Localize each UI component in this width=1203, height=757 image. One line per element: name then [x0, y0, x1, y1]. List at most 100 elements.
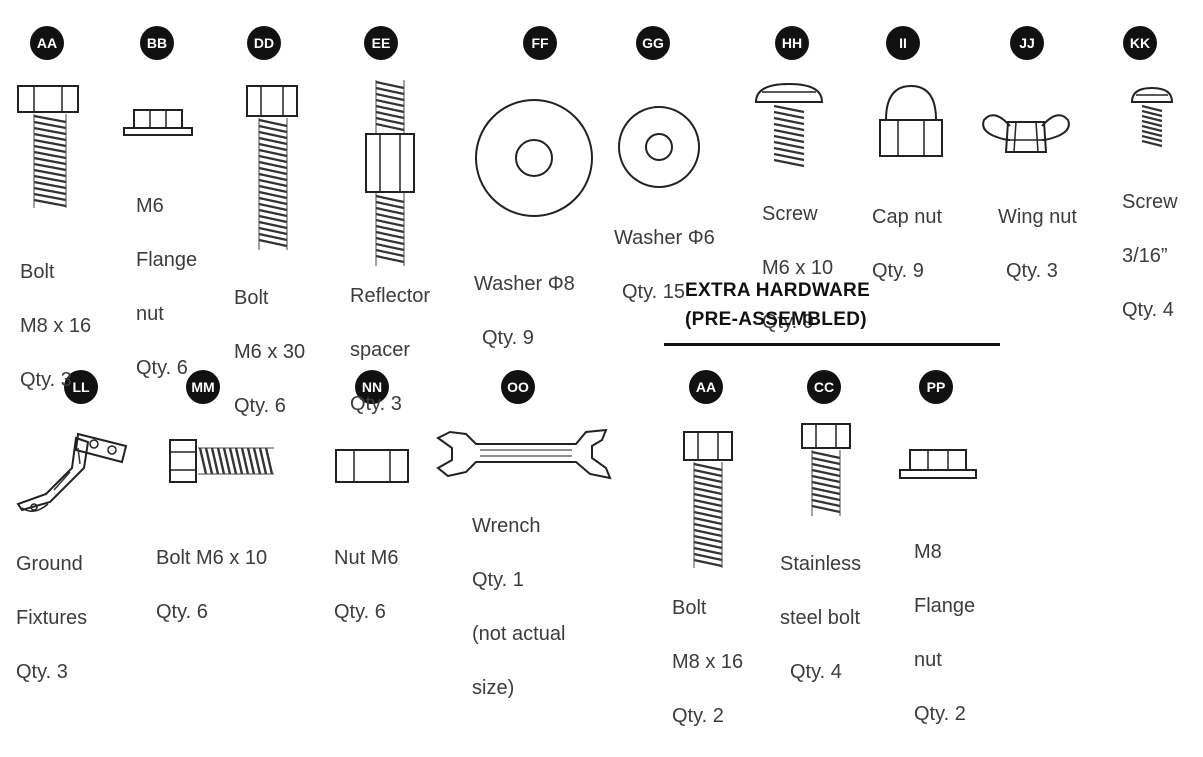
flange-nut-icon: [122, 108, 194, 138]
part-name: Wrench: [472, 515, 541, 537]
part-badge-dd: DD: [247, 26, 281, 60]
wing-nut-icon: [980, 100, 1072, 160]
part-label-nn: Nut M6 Qty. 6: [334, 518, 398, 653]
part-badge-ff: FF: [523, 26, 557, 60]
part-badge-oo: OO: [501, 370, 535, 404]
part-name: Reflector: [350, 285, 431, 307]
part-name: steel bolt: [780, 607, 861, 629]
part-name: Washer Φ6: [614, 227, 715, 249]
part-label-ii: Cap nut Qty. 9: [872, 177, 942, 312]
extra-hardware-title: EXTRA HARDWARE (PRE-ASSEMBLED): [685, 276, 870, 334]
spacer-icon: [362, 80, 418, 266]
part-name: Bolt: [672, 597, 707, 619]
part-qty: Qty. 4: [790, 661, 842, 683]
part-qty: Qty. 4: [1122, 299, 1174, 321]
part-name: Washer Φ8: [474, 273, 575, 295]
extra-label-pp: M8 Flange nut Qty. 2: [914, 512, 975, 755]
part-badge-ii: II: [886, 26, 920, 60]
part-size: M8 x 16: [20, 315, 92, 337]
part-name: Screw: [762, 203, 818, 225]
part-name: Ground: [16, 553, 83, 575]
washer-icon: [616, 104, 702, 190]
part-name: Bolt: [20, 261, 55, 283]
part-qty: Qty. 9: [872, 260, 924, 282]
part-label-kk: Screw 3/16” Qty. 4: [1122, 162, 1178, 351]
hardware-diagram: AA BB DD EE FF GG HH II JJ KK LL MM NN O…: [14, 26, 1178, 727]
part-qty: Qty. 9: [762, 311, 814, 333]
cap-nut-icon: [876, 82, 946, 162]
part-qty: Qty. 3: [350, 393, 402, 415]
part-qty: Qty. 6: [136, 357, 188, 379]
part-label-mm: Bolt M6 x 10 Qty. 6: [156, 518, 267, 653]
part-qty: Qty. 2: [672, 705, 724, 727]
part-name: Screw: [1122, 191, 1178, 213]
part-qty: Qty. 15: [622, 281, 685, 303]
part-name: Wing nut: [998, 206, 1077, 228]
extra-badge-aa: AA: [689, 370, 723, 404]
part-label-bb: M6 Flange nut Qty. 6: [136, 166, 197, 409]
part-badge-nn: NN: [355, 370, 389, 404]
part-badge-kk: KK: [1123, 26, 1157, 60]
part-badge-mm: MM: [186, 370, 220, 404]
part-note: (not actual: [472, 623, 566, 645]
flange-nut-icon: [898, 448, 978, 482]
part-name: Nut M6: [334, 547, 399, 569]
part-qty: Qty. 6: [156, 601, 208, 623]
extra-label-aa: Bolt M8 x 16 Qty. 2: [672, 568, 743, 757]
part-qty: Qty. 3: [1006, 260, 1058, 282]
extra-badge-pp: PP: [919, 370, 953, 404]
hex-bolt-icon: [14, 84, 86, 208]
part-badge-ll: LL: [64, 370, 98, 404]
part-qty: Qty. 3: [16, 661, 68, 683]
part-name: Bolt: [234, 287, 269, 309]
part-qty: Qty. 6: [334, 601, 386, 623]
part-label-dd: Bolt M6 x 30 Qty. 6: [234, 258, 305, 447]
hex-bolt-icon: [798, 422, 854, 516]
part-qty: Qty. 9: [482, 327, 534, 349]
part-name: Fixtures: [16, 607, 88, 629]
hex-bolt-icon: [166, 436, 274, 486]
part-size: M8: [914, 541, 942, 563]
part-badge-bb: BB: [140, 26, 174, 60]
ground-fixture-icon: [14, 428, 130, 520]
part-name: Bolt M6 x 10: [156, 547, 268, 569]
part-size: M6 x 10: [762, 257, 834, 279]
part-size: M6: [136, 195, 164, 217]
part-badge-jj: JJ: [1010, 26, 1044, 60]
divider: [664, 343, 1000, 346]
part-label-ee: Reflector spacer Qty. 3: [350, 256, 430, 445]
part-label-ll: Ground Fixtures Qty. 3: [16, 524, 87, 713]
part-badge-ee: EE: [364, 26, 398, 60]
part-name: nut: [136, 303, 164, 325]
hex-nut-icon: [332, 446, 412, 486]
part-qty: Qty. 1: [472, 569, 524, 591]
part-name: spacer: [350, 339, 411, 361]
part-size: M6 x 30: [234, 341, 306, 363]
part-label-oo: Wrench Qty. 1 (not actual size): [472, 486, 565, 729]
part-label-aa: Bolt M8 x 16 Qty. 3: [20, 232, 91, 421]
part-qty: Qty. 6: [234, 395, 286, 417]
part-label-hh: Screw M6 x 10 Qty. 9: [762, 174, 833, 363]
washer-icon: [472, 96, 596, 220]
extra-title-line: EXTRA HARDWARE: [685, 280, 871, 301]
part-name: nut: [914, 649, 942, 671]
part-label-gg: Washer Φ6 Qty. 15: [614, 198, 715, 333]
screw-icon: [1128, 84, 1176, 152]
part-label-jj: Wing nut Qty. 3: [998, 177, 1077, 312]
extra-badge-cc: CC: [807, 370, 841, 404]
part-badge-hh: HH: [775, 26, 809, 60]
part-name: Flange: [136, 249, 198, 271]
part-badge-aa: AA: [30, 26, 64, 60]
part-name: Flange: [914, 595, 976, 617]
hex-bolt-icon: [243, 84, 303, 250]
extra-label-cc: Stainless steel bolt Qty. 4: [780, 524, 861, 713]
part-qty: Qty. 3: [20, 369, 72, 391]
part-name: Stainless: [780, 553, 862, 575]
part-name: Cap nut: [872, 206, 943, 228]
wrench-icon: [436, 424, 616, 484]
part-qty: Qty. 2: [914, 703, 966, 725]
part-label-ff: Washer Φ8 Qty. 9: [474, 244, 575, 379]
part-note: size): [472, 677, 515, 699]
part-size: M8 x 16: [672, 651, 744, 673]
part-badge-gg: GG: [636, 26, 670, 60]
